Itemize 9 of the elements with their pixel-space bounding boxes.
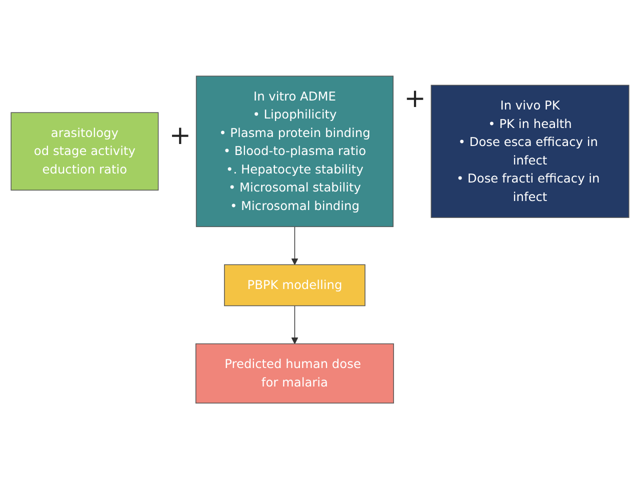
node-box xyxy=(196,76,394,228)
plus-sign: + xyxy=(169,120,192,151)
node-box xyxy=(430,85,630,218)
node-box xyxy=(10,112,159,191)
node-box xyxy=(224,264,366,307)
arrow xyxy=(291,226,298,266)
node-box xyxy=(195,344,394,404)
plus-sign: + xyxy=(404,84,426,114)
arrow xyxy=(291,306,298,344)
